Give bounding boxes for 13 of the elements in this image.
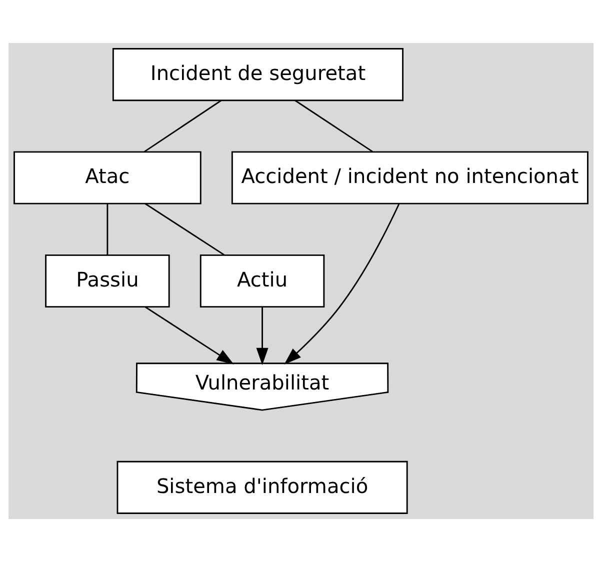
node-box: Atac	[14, 150, 202, 204]
connector	[294, 99, 374, 152]
node-box: Sistema d'informació	[116, 460, 408, 514]
arrow	[144, 306, 234, 364]
connector	[106, 204, 108, 255]
node-box: Accident / incident no intencionat	[231, 150, 588, 204]
node-box: Actiu	[200, 254, 325, 308]
node-box: Incident de seguretat	[112, 48, 404, 101]
arrow	[256, 306, 268, 365]
arrow	[284, 203, 400, 364]
connector	[144, 99, 222, 152]
node-box: Passiu	[45, 254, 170, 308]
connector	[144, 202, 225, 256]
